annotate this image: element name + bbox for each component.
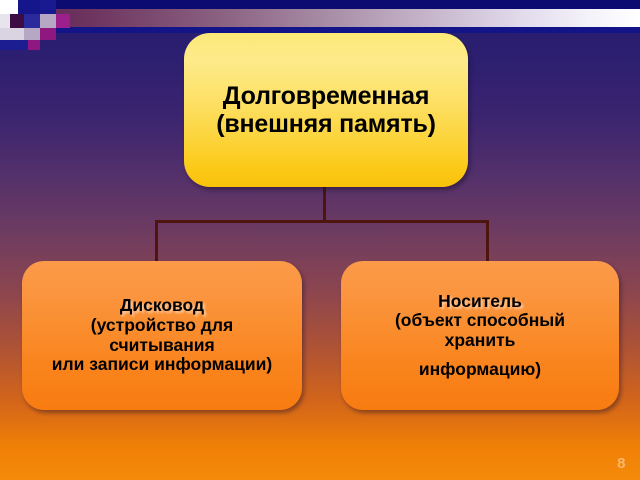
- node-right-text: Носитель (объект способный хранить инфор…: [341, 290, 619, 379]
- mosaic-square: [24, 28, 40, 40]
- mosaic-square: [18, 0, 40, 14]
- node-disk-drive[interactable]: Дисковод (устройство для считывания или …: [22, 261, 302, 410]
- node-storage-medium[interactable]: Носитель (объект способный хранить инфор…: [341, 261, 619, 410]
- connector-root-stem: [323, 186, 326, 223]
- top-banner: [0, 0, 640, 33]
- banner-bottom-band: [0, 27, 640, 33]
- node-right-line-2: хранить: [444, 330, 516, 350]
- node-left-line-2: считывания: [109, 334, 215, 355]
- connector-right-drop: [486, 220, 489, 264]
- mosaic-square: [24, 14, 40, 28]
- node-left-line-1: (устройство для: [90, 314, 234, 335]
- connector-left-drop: [155, 220, 158, 264]
- node-right-line-1: (объект способный: [394, 310, 566, 331]
- node-left-heading: Дисковод: [119, 295, 205, 316]
- banner-gradient-strip: [0, 9, 640, 27]
- mosaic-square: [40, 28, 56, 40]
- mosaic-square: [0, 40, 28, 50]
- mosaic-square: [40, 14, 56, 28]
- page-number: 8: [617, 455, 626, 472]
- node-root-text: Долговременная (внешняя память): [184, 82, 468, 138]
- mosaic-square: [0, 14, 10, 28]
- node-long-term-memory[interactable]: Долговременная (внешняя память): [184, 33, 468, 187]
- mosaic-square: [0, 0, 18, 14]
- node-left-text: Дисковод (устройство для считывания или …: [22, 296, 302, 374]
- node-right-line-3: информацию): [418, 358, 542, 379]
- mosaic-square: [10, 14, 24, 28]
- mosaic-square: [40, 0, 56, 14]
- node-root-line-1: Долговременная: [222, 82, 430, 110]
- node-right-heading: Носитель: [438, 290, 522, 311]
- mosaic-square: [0, 28, 24, 40]
- node-root-line-2: (внешняя память): [216, 110, 436, 138]
- node-left-line-3: или записи информации): [51, 354, 273, 375]
- mosaic-square: [28, 40, 40, 50]
- banner-mosaic-decoration: [0, 0, 120, 50]
- connector-horizontal: [155, 220, 489, 223]
- banner-top-band: [0, 0, 640, 9]
- mosaic-square: [56, 14, 70, 28]
